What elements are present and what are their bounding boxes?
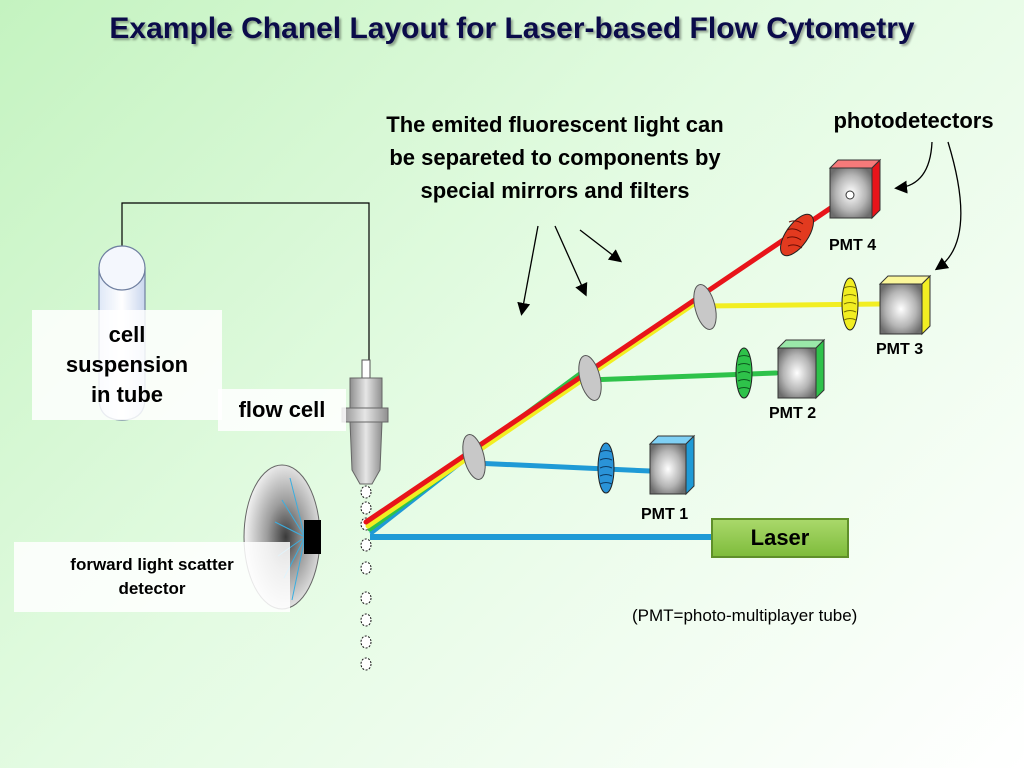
filter-green — [735, 347, 753, 399]
cell-suspension-label: cell suspension in tube — [32, 310, 222, 420]
pmt-3-label: PMT 3 — [876, 341, 924, 358]
forward-scatter-label: forward light scatter detector — [14, 542, 290, 612]
emitted-light-note-line3: special mirrors and filters — [420, 178, 690, 203]
mirror-2 — [578, 355, 602, 401]
blue-branch-beam — [471, 460, 653, 474]
emitted-light-note-line1: The emited fluorescent light can — [386, 112, 724, 137]
pmt-4-label: PMT 4 — [829, 237, 877, 254]
mirror-3 — [693, 284, 717, 330]
pmt-2-label: PMT 2 — [769, 405, 817, 422]
pmt-definition-note: (PMT=photo-multiplayer tube) — [632, 606, 858, 625]
photodetector-arrows — [894, 141, 962, 271]
forward-scatter-line1: forward light scatter — [70, 555, 234, 574]
filter-blue — [597, 442, 615, 494]
pmt-2 — [776, 338, 826, 400]
forward-scatter-line2: detector — [118, 579, 186, 598]
note-arrows — [517, 225, 623, 316]
pmt-1 — [648, 434, 696, 496]
cell-stream — [360, 485, 372, 671]
cell-suspension-line2: suspension — [65, 352, 189, 377]
dichroic-mirrors — [462, 284, 717, 480]
photodetectors-label: photodetectors — [833, 108, 994, 133]
mirror-1 — [462, 434, 486, 480]
flow-cell-nozzle — [341, 359, 389, 485]
emitted-light-note-line2: be separeted to components by — [389, 145, 721, 170]
yellow-emission-beam — [365, 298, 701, 529]
cell-suspension-line1: cell — [108, 322, 146, 347]
pmt-3 — [878, 274, 932, 336]
pmt-4 — [828, 158, 882, 220]
filter-red — [780, 213, 814, 257]
obscuration-bar — [304, 520, 321, 554]
emitted-light-note: The emited fluorescent light can be sepa… — [330, 108, 780, 207]
laser-source: Laser — [711, 518, 849, 558]
filters — [597, 213, 859, 494]
cell-suspension-line3: in tube — [90, 382, 164, 407]
pmt-1-label: PMT 1 — [641, 506, 689, 523]
red-emission-beam — [363, 192, 853, 525]
slide-title: Example Chanel Layout for Laser-based Fl… — [109, 12, 915, 45]
flow-cell-label: flow cell — [218, 389, 346, 431]
filter-yellow — [841, 277, 859, 331]
